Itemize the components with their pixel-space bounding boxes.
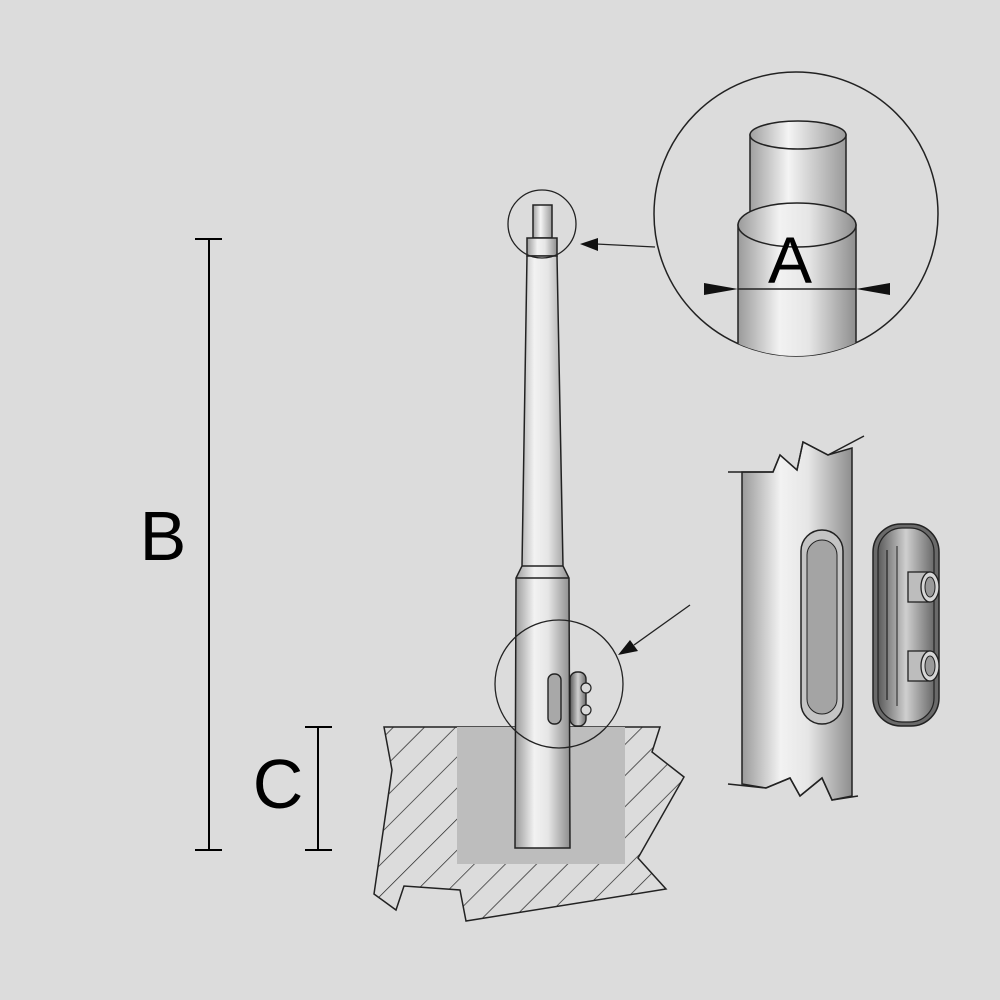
zoom-detail-top: A xyxy=(653,71,939,357)
pole-top-spigot xyxy=(532,204,553,239)
dimension-label-b: B xyxy=(140,497,187,575)
detail-circle-top xyxy=(507,189,577,259)
bracket-bolt-upper xyxy=(907,571,940,603)
leader-arrow-top xyxy=(580,238,656,251)
dimension-a-arrow-right xyxy=(856,283,890,295)
leader-arrow-base xyxy=(618,604,691,655)
dimension-label-c: C xyxy=(253,745,304,823)
dimension-c: C xyxy=(253,726,332,851)
mounting-bracket xyxy=(872,523,940,727)
main-pole xyxy=(514,204,571,849)
detail-circle-base xyxy=(494,619,624,749)
pole-shaft xyxy=(514,255,571,849)
pole-base-bracket-small xyxy=(547,671,592,727)
dimension-label-a: A xyxy=(768,223,812,297)
dimension-a-arrow-left xyxy=(704,283,738,295)
dimension-b: B xyxy=(140,238,222,851)
bracket-bolt-lower xyxy=(907,650,940,682)
zoom-detail-base xyxy=(727,435,940,801)
